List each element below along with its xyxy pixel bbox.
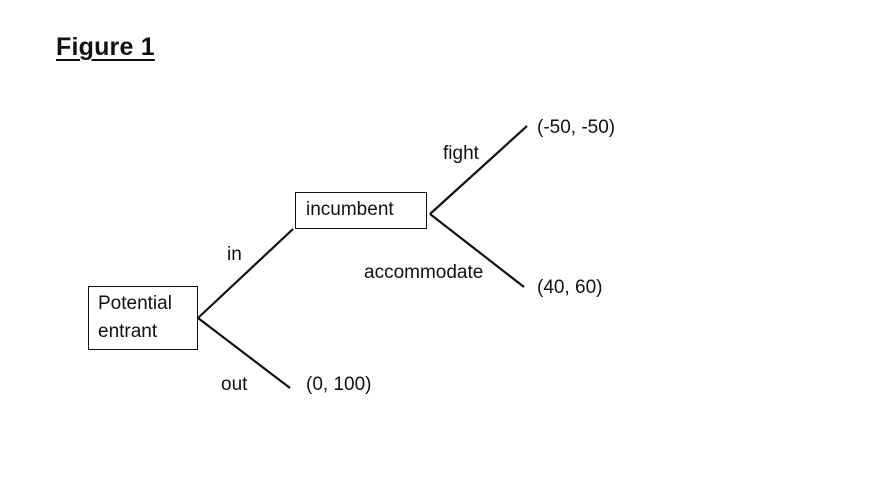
payoff-fight: (-50, -50)	[537, 117, 616, 138]
branch-label-accommodate: accommodate	[364, 262, 484, 283]
figure-title: Figure 1	[56, 33, 155, 61]
potential-entrant-label-line1: Potential	[98, 293, 172, 314]
payoff-out: (0, 100)	[306, 374, 372, 395]
branch-label-in: in	[227, 244, 242, 265]
edge-fight	[429, 125, 528, 215]
branch-label-out: out	[221, 374, 248, 395]
edge-out	[197, 317, 291, 389]
edge-in	[197, 228, 294, 319]
payoff-accommodate: (40, 60)	[537, 277, 603, 298]
edge-accommodate	[429, 213, 525, 288]
branch-label-fight: fight	[443, 143, 479, 164]
incumbent-label: incumbent	[306, 199, 394, 220]
incumbent-node: incumbent	[295, 192, 427, 229]
potential-entrant-label-line2: entrant	[98, 321, 158, 342]
potential-entrant-node: Potential entrant	[88, 286, 198, 350]
